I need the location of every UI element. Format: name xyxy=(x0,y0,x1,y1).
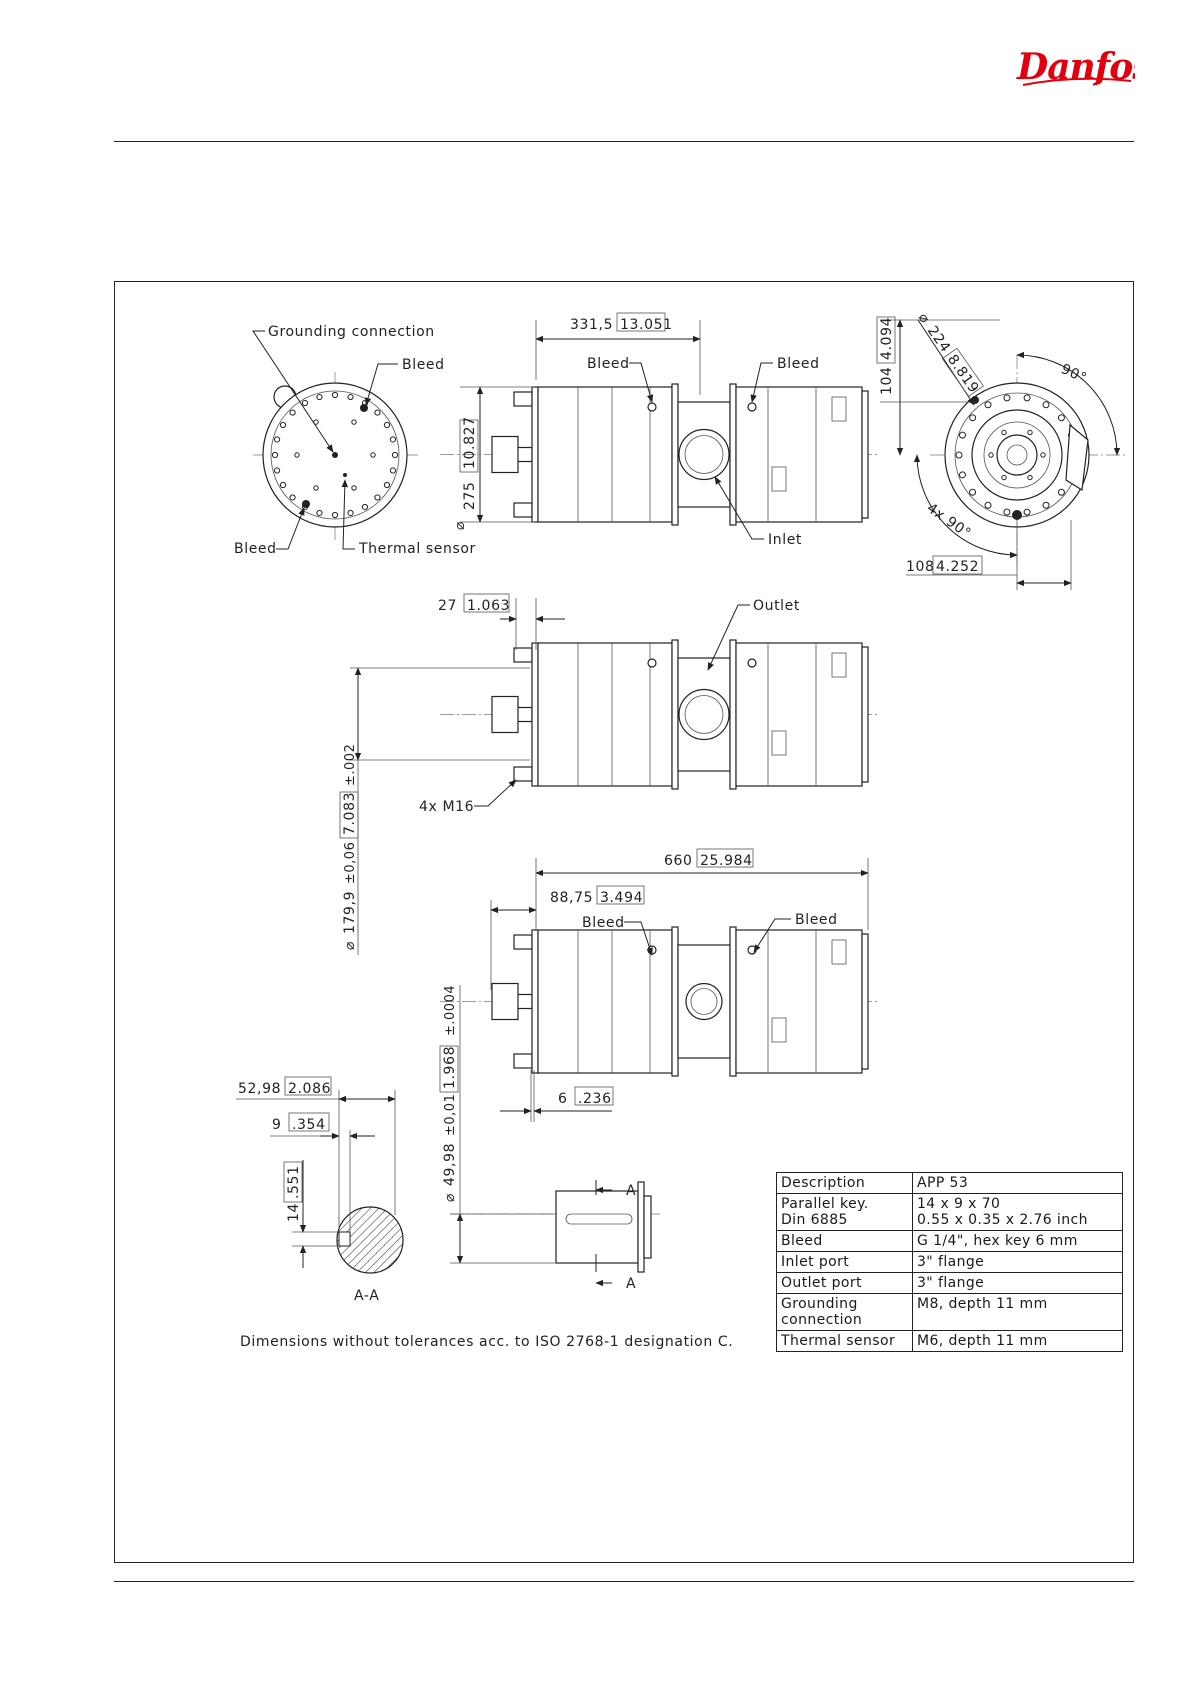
label-outlet: Outlet xyxy=(753,598,800,614)
dim-224-in: 8.819 xyxy=(944,352,982,396)
dim-52: 52,98 xyxy=(238,1081,281,1097)
dim-331-in: 13.051 xyxy=(620,317,673,333)
spec-value: M6, depth 11 mm xyxy=(912,1330,1123,1352)
dim-179-in: 7.083 xyxy=(342,792,358,835)
dim-104: 104 xyxy=(879,366,895,395)
spec-key: Description xyxy=(776,1172,913,1194)
label-bleed-5: Bleed xyxy=(582,915,625,931)
dim-179-tol: ±0,06 xyxy=(343,842,358,884)
dim-6-in: .236 xyxy=(578,1091,612,1107)
spec-value: APP 53 xyxy=(912,1172,1123,1194)
dim-49-in-tol: ±.0004 xyxy=(443,985,458,1036)
motor-side-views xyxy=(440,383,880,1077)
spec-key: Parallel key. Din 6885 xyxy=(776,1193,913,1231)
label-thermal: Thermal sensor xyxy=(358,541,476,557)
logo-text: Danfoss xyxy=(1016,46,1135,88)
dim-275: 275 xyxy=(462,481,478,510)
section-mark-top: A xyxy=(626,1183,636,1199)
top-view-dimensions: 331,5 13.051 275 10.827 ⌀ Bleed Bleed In… xyxy=(452,312,820,548)
left-end-view xyxy=(253,372,418,540)
label-bleed-3: Bleed xyxy=(587,356,630,372)
section-label: A-A xyxy=(354,1288,379,1304)
dim-108-in: 4.252 xyxy=(936,559,979,575)
dim-275-in: 10.827 xyxy=(462,416,478,469)
dim-88-in: 3.494 xyxy=(600,890,643,906)
dim-660: 660 xyxy=(664,853,693,869)
dim-9: 9 xyxy=(272,1117,282,1133)
dim-331: 331,5 xyxy=(570,317,613,333)
shaft-detail: A A ⌀ 49,98 ±0,01 1.968 ±.0004 xyxy=(439,985,660,1292)
label-bleed-6: Bleed xyxy=(795,912,838,928)
danfoss-logo: Danfoss xyxy=(1016,46,1135,88)
label-bleed-2: Bleed xyxy=(234,541,277,557)
header-rule xyxy=(114,141,1134,142)
label-inlet: Inlet xyxy=(768,532,802,548)
spec-key: Grounding connection xyxy=(776,1293,913,1331)
dim-104-in: 4.094 xyxy=(879,317,895,360)
dim-179: 179,9 xyxy=(342,891,358,934)
footer-rule xyxy=(114,1581,1134,1582)
label-grounding: Grounding connection xyxy=(268,324,435,340)
spec-key: Thermal sensor xyxy=(776,1330,913,1352)
left-view-callouts: Grounding connection Bleed Bleed Thermal… xyxy=(234,324,476,557)
svg-text:⌀: ⌀ xyxy=(442,1193,458,1202)
label-bleed-1: Bleed xyxy=(402,357,445,373)
dim-88: 88,75 xyxy=(550,890,593,906)
spec-value: M8, depth 11 mm xyxy=(912,1293,1123,1331)
label-bleed-4: Bleed xyxy=(777,356,820,372)
spec-value: 3" flange xyxy=(912,1272,1123,1294)
dim-660-in: 25.984 xyxy=(700,853,753,869)
dim-14: 14 xyxy=(286,1203,302,1222)
section-mark-bottom: A xyxy=(626,1276,636,1292)
section-a-a: A-A 52,98 2.086 9 .354 14 .551 xyxy=(236,1076,404,1304)
drawing-frame xyxy=(114,281,1134,1563)
spec-value: 3" flange xyxy=(912,1251,1123,1273)
dim-52-in: 2.086 xyxy=(288,1081,331,1097)
dim-224: 224 xyxy=(924,323,953,356)
tolerance-note: Dimensions without tolerances acc. to IS… xyxy=(240,1334,734,1350)
dim-108: 108 xyxy=(906,559,935,575)
svg-text:⌀: ⌀ xyxy=(452,521,468,530)
motor-side-view xyxy=(440,926,880,1077)
dim-27: 27 xyxy=(438,598,457,614)
spec-key: Outlet port xyxy=(776,1272,913,1294)
dim-49: 49,98 xyxy=(442,1143,458,1186)
dim-9-in: .354 xyxy=(292,1117,326,1133)
motor-side-view xyxy=(440,383,880,526)
spec-value: 14 x 9 x 70 0.55 x 0.35 x 2.76 inch xyxy=(912,1193,1123,1231)
dim-14-in: .551 xyxy=(286,1165,302,1199)
middle-view-dimensions: 27 1.063 Outlet ⌀ 179,9 ±0,06 7.083 ±.00… xyxy=(339,593,800,955)
dim-179-in-tol: ±.002 xyxy=(343,744,358,786)
motor-side-view xyxy=(440,639,880,790)
dim-6: 6 xyxy=(558,1091,568,1107)
svg-text:⌀: ⌀ xyxy=(915,310,933,327)
dim-angle-90: 90° xyxy=(1058,361,1089,387)
spec-value: G 1/4", hex key 6 mm xyxy=(912,1230,1123,1252)
dim-49-tol: ±0,01 xyxy=(443,1094,458,1136)
spec-key: Bleed xyxy=(776,1230,913,1252)
label-bolts: 4x M16 xyxy=(419,799,474,815)
spec-key: Inlet port xyxy=(776,1251,913,1273)
svg-text:⌀: ⌀ xyxy=(342,941,358,950)
dim-49-in: 1.968 xyxy=(442,1046,458,1089)
bottom-view-dimensions: 660 25.984 88,75 3.494 Bleed Bleed 6 .23… xyxy=(490,848,869,1122)
dim-27-in: 1.063 xyxy=(467,598,510,614)
